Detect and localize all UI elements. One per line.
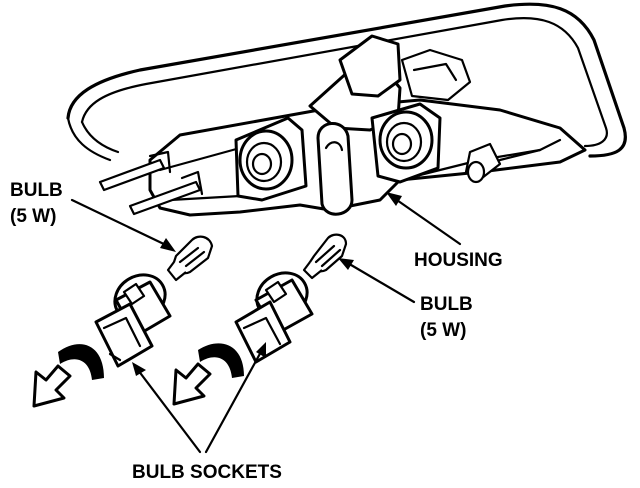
left-rotation-arrow bbox=[32, 344, 104, 408]
mounting-stud-lower bbox=[128, 180, 202, 216]
bulb-label-right-line2: (5 W) bbox=[420, 320, 466, 341]
housing-label: HOUSING bbox=[414, 250, 503, 271]
lens-rim-inner bbox=[80, 17, 608, 148]
lens-rim-lower bbox=[66, 116, 120, 162]
mounting-stud-upper bbox=[98, 158, 166, 192]
lens-rim-outer bbox=[66, 2, 627, 158]
center-fixture bbox=[316, 122, 354, 216]
housing-top-tab bbox=[338, 34, 402, 98]
bulb-label-right-line1: BULB bbox=[420, 294, 473, 315]
left-bulb-socket bbox=[94, 273, 172, 368]
right-bulb bbox=[302, 233, 348, 280]
callout-lines bbox=[70, 192, 462, 454]
bulb-label-left-line1: BULB bbox=[10, 180, 63, 201]
bulb-label-left-line2: (5 W) bbox=[10, 206, 56, 227]
housing-top-clip bbox=[400, 48, 472, 102]
bulb-sockets-label: BULB SOCKETS bbox=[132, 462, 282, 483]
right-bulb-socket bbox=[234, 271, 314, 364]
lamp-housing-assembly bbox=[66, 2, 627, 217]
right-rotation-arrow bbox=[172, 343, 244, 406]
left-bulb bbox=[166, 235, 214, 282]
